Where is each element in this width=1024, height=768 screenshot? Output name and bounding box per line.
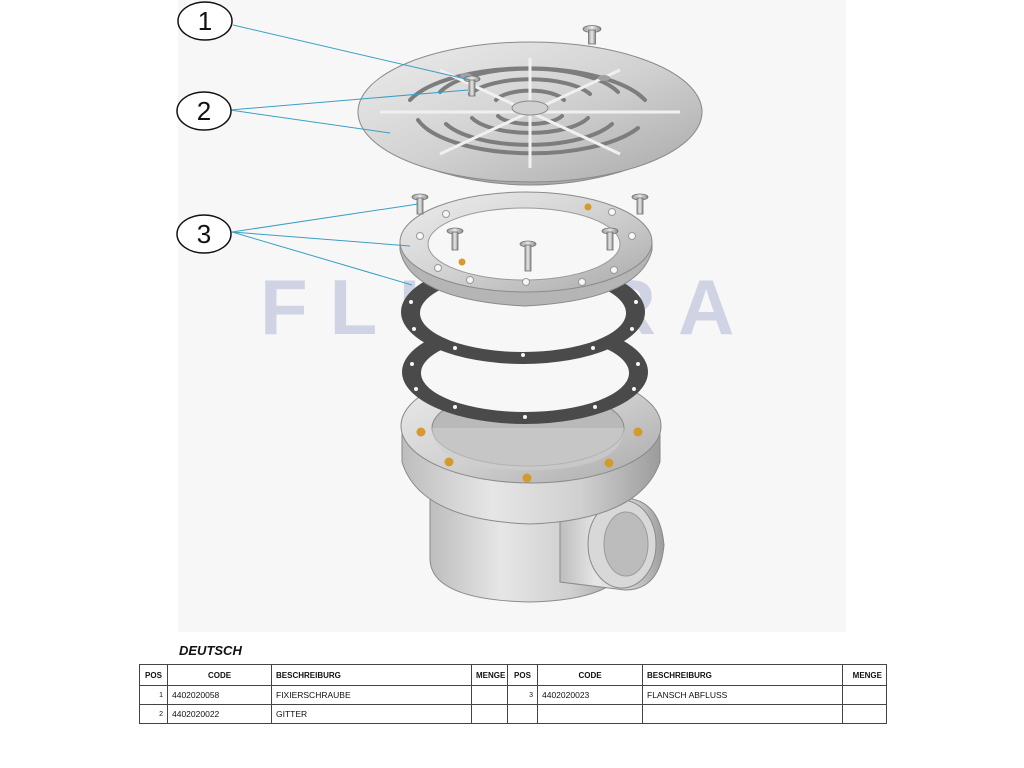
callout-2-label: 2 [197,96,211,126]
grating [357,41,703,186]
screw-4 [601,227,619,251]
callout-1-label: 1 [198,6,212,36]
cell-desc: FLANSCH ABFLUSS [642,685,843,705]
cell-pos: 2 [139,704,168,724]
cell-pos: 3 [507,685,538,705]
cell-desc: GITTER [271,704,472,724]
cell-code: 4402020023 [537,685,643,705]
header-pos: POS [139,664,168,686]
screw-2 [631,193,649,215]
cell-code: 4402020058 [167,685,272,705]
header-code: CODE [537,664,643,686]
header-pos: POS [507,664,538,686]
screw-grating [463,75,481,97]
callout-3: 3 [176,214,232,254]
fixing-screws [411,25,649,272]
cell-menge [842,685,887,705]
cell-code: 4402020022 [167,704,272,724]
table-header-row: POS CODE BESCHREIBURG MENGE POS CODE BES… [139,664,887,686]
cell-desc: FIXIERSCHRAUBE [271,685,472,705]
screw-1 [411,193,429,215]
callout-1: 1 [177,1,233,41]
exploded-view-drawing: FLUIDRA [176,1,735,603]
callout-3-label: 3 [197,219,211,249]
parts-table: POS CODE BESCHREIBURG MENGE POS CODE BES… [139,664,887,724]
screw-top [582,25,602,45]
screw-3 [446,227,464,251]
cell-desc [642,704,843,724]
table-row: 1 4402020058 FIXIERSCHRAUBE 3 4402020023… [139,685,887,705]
header-beschreibung: BESCHREIBURG [271,664,472,686]
leader-lines [229,24,471,286]
cell-pos: 1 [139,685,168,705]
header-menge: MENGE [471,664,508,686]
cell-menge [842,704,887,724]
cell-menge [471,704,508,724]
header-beschreibung: BESCHREIBURG [642,664,843,686]
header-menge: MENGE [842,664,887,686]
callout-2: 2 [176,91,232,131]
cell-menge [471,685,508,705]
cell-code [537,704,643,724]
drain-body [400,368,665,603]
header-code: CODE [167,664,272,686]
cell-pos [507,704,538,724]
screw-5 [519,240,537,272]
table-row: 2 4402020022 GITTER [139,704,887,724]
section-title: DEUTSCH [179,643,242,658]
